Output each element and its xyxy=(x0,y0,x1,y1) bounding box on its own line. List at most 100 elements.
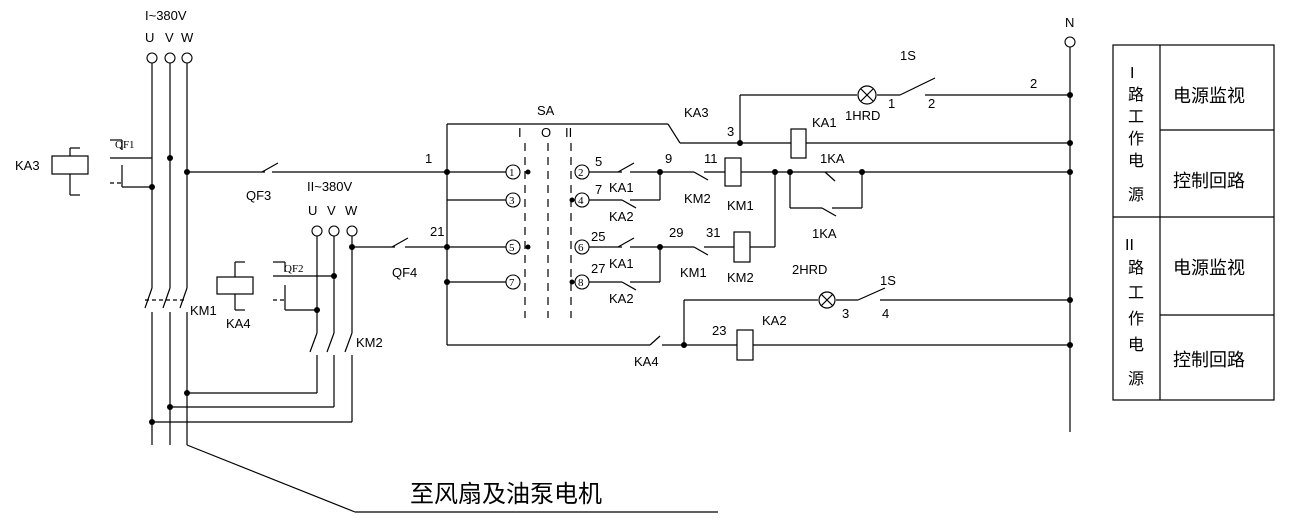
legend-g1-h3: 作 xyxy=(1128,130,1144,148)
node-27: 27 xyxy=(591,261,605,276)
legend-g1-h2: 工 xyxy=(1128,109,1144,126)
km1-main-label: KM1 xyxy=(190,303,217,318)
legend-g1-h4: 电 xyxy=(1128,152,1144,170)
sa-term-8: 8 xyxy=(578,277,584,289)
km1-coil xyxy=(724,157,742,187)
km2-interlock-label: KM2 xyxy=(684,191,711,206)
ka1-contact-label-1: KA1 xyxy=(609,180,634,195)
caption-fan-pump: 至风扇及油泵电机 xyxy=(410,481,602,508)
qf1-breaker xyxy=(110,139,152,188)
terminal-v2 xyxy=(328,225,340,237)
legend-g2-h1: 路 xyxy=(1128,259,1144,277)
ka3-contact-label: KA3 xyxy=(684,105,709,120)
node-29: 29 xyxy=(669,225,683,240)
legend-g1-h5: 源 xyxy=(1128,186,1144,204)
km2-coil xyxy=(733,231,751,263)
sa-pos-o: O xyxy=(541,125,551,140)
ka4-contact-label: KA4 xyxy=(634,354,659,369)
source1-v: V xyxy=(165,30,174,45)
terminal-v1 xyxy=(164,52,176,64)
ka3-coil-label: KA3 xyxy=(15,158,40,173)
sa-left-wiring xyxy=(446,123,681,345)
qf4-label: QF4 xyxy=(392,265,417,280)
output-busbars xyxy=(152,392,718,513)
ka2-coil xyxy=(736,329,754,361)
sa-pos-ii: II xyxy=(565,125,572,140)
switch-1s-label-2: 1S xyxy=(880,273,896,288)
legend-table xyxy=(1112,44,1275,401)
legend-group1-header: I 路 工 作 电 源 xyxy=(1128,65,1144,204)
sa-term-5: 5 xyxy=(509,242,515,254)
terminal-w2 xyxy=(346,225,358,237)
1ka-contact-label: 1KA xyxy=(820,151,845,166)
switch-1s-label-1: 1S xyxy=(900,48,916,63)
legend-g1-h0: I xyxy=(1130,65,1134,82)
source1-u: U xyxy=(145,30,154,45)
qf3-label: QF3 xyxy=(246,188,271,203)
source2-v: V xyxy=(327,203,336,218)
source2-phase-lines xyxy=(309,236,353,422)
ka2-coil-label: KA2 xyxy=(762,313,787,328)
neutral-label: N xyxy=(1065,15,1074,30)
ka1-contact-label-2: KA1 xyxy=(609,256,634,271)
legend-g1-row-control: 控制回路 xyxy=(1173,171,1245,191)
legend-g2-h4: 电 xyxy=(1128,336,1144,354)
sa-term-7: 7 xyxy=(509,277,515,289)
neutral-terminal xyxy=(1064,36,1076,48)
source2-label: II~380V xyxy=(307,179,353,194)
km2-main-label: KM2 xyxy=(356,335,383,350)
ka2-contact-label-1: KA2 xyxy=(609,209,634,224)
qf1-label: QF1 xyxy=(115,139,135,151)
node-21: 21 xyxy=(430,224,444,239)
qf2-breaker xyxy=(273,261,334,311)
node-25: 25 xyxy=(591,229,605,244)
lamp1-node-1: 1 xyxy=(888,96,895,111)
node-1: 1 xyxy=(425,151,432,166)
ka4-coil-label: KA4 xyxy=(226,316,251,331)
node-23: 23 xyxy=(712,323,726,338)
monitor-circuit-1 xyxy=(680,77,1070,144)
node-3: 3 xyxy=(727,124,734,139)
legend-group2-header: II 路 工 作 电 源 xyxy=(1125,237,1144,388)
legend-g2-row-control: 控制回路 xyxy=(1173,350,1245,370)
lamp-2hrd xyxy=(818,291,836,309)
control-circuit-1 xyxy=(589,162,1070,217)
ka4-undervoltage-coil xyxy=(216,261,254,311)
lamp-1hrd xyxy=(857,85,877,105)
legend-g1-h1: 路 xyxy=(1128,86,1144,104)
km1-interlock-label: KM1 xyxy=(680,265,707,280)
legend-g2-h0: II xyxy=(1125,237,1134,254)
control-circuit-2 xyxy=(589,172,776,291)
sa-term-6: 6 xyxy=(578,242,584,254)
legend-g2-h5: 源 xyxy=(1128,370,1144,388)
source1-w: W xyxy=(181,30,194,45)
node-9: 9 xyxy=(665,151,672,166)
legend-g1-row-monitor: 电源监视 xyxy=(1173,86,1245,106)
legend-g2-h3: 作 xyxy=(1128,310,1144,328)
sa-term-3: 3 xyxy=(509,195,515,207)
node-2: 2 xyxy=(1030,76,1037,91)
sa-terminals xyxy=(505,164,590,290)
node-11: 11 xyxy=(704,151,718,166)
source2-w: W xyxy=(345,203,358,218)
sa-term-2: 2 xyxy=(578,167,584,179)
km2-coil-label: KM2 xyxy=(727,270,754,285)
source2-u: U xyxy=(308,203,317,218)
terminal-u1 xyxy=(146,52,158,64)
source1-label: I~380V xyxy=(145,8,187,23)
lamp-2hrd-label: 2HRD xyxy=(792,262,827,277)
sa-position-dashes xyxy=(524,143,572,318)
lamp-1hrd-label: 1HRD xyxy=(845,108,880,123)
lamp1-node-2: 2 xyxy=(928,96,935,111)
qf4-line xyxy=(352,237,447,248)
1ka-nc-label: 1KA xyxy=(812,226,837,241)
lamp2-node-3: 3 xyxy=(842,306,849,321)
sa-term-1: 1 xyxy=(509,167,515,179)
sa-label: SA xyxy=(537,103,555,118)
node-31: 31 xyxy=(706,225,720,240)
ka1-coil xyxy=(790,128,807,159)
lamp2-node-4: 4 xyxy=(882,306,889,321)
source1-phase-lines xyxy=(144,63,188,445)
terminal-w1 xyxy=(181,52,193,64)
